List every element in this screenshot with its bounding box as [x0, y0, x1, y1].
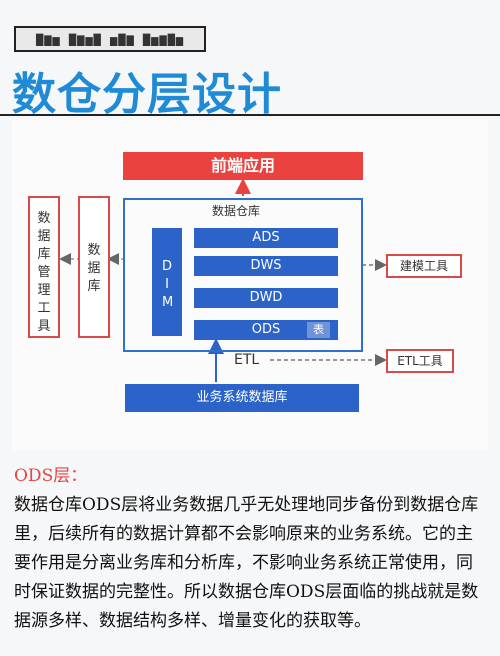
warehouse-mgmt-tool-label: 数据库管理工具	[37, 211, 51, 334]
title-divider	[0, 114, 500, 116]
etl-tool-box: ETL工具	[386, 349, 454, 373]
business-db-box: 业务系统数据库	[125, 384, 359, 412]
dim-label: DIM	[162, 259, 174, 310]
database-box: 数据库	[78, 196, 110, 338]
page-title: 数仓分层设计	[12, 69, 282, 120]
data-warehouse-frame	[123, 198, 363, 352]
dim-block: DIM	[152, 228, 182, 336]
ods-layer: ODS 表	[194, 320, 338, 340]
modeling-tool-box: 建模工具	[386, 254, 462, 278]
warehouse-mgmt-tool-box: 数据库管理工具	[28, 196, 60, 338]
database-label: 数据库	[87, 243, 101, 294]
dws-layer: DWS	[194, 256, 338, 276]
ads-layer: ADS	[194, 228, 338, 248]
ods-table-tag: 表	[307, 322, 330, 338]
diagram-connectors	[59, 178, 387, 382]
ods-paragraph: 数据仓库ODS层将业务数据几乎无处理地同步备份到数据仓库里，后续所有的数据计算都…	[14, 495, 479, 631]
frontend-app-box: 前端应用	[123, 152, 363, 180]
watermark-stamp: ▇▆▅ ▇▆▅▇ ▅▇▆ ▇▅▆▇▅	[14, 26, 206, 52]
architecture-diagram: 前端应用 数据仓库 数据库管理工具 数据库 DIM ADS DWS DWD OD…	[12, 120, 488, 450]
ods-description: ODS层： 数据仓库ODS层将业务数据几乎无处理地同步备份到数据仓库里，后续所有…	[14, 462, 488, 636]
etl-label: ETL	[234, 352, 260, 368]
ods-heading: ODS层：	[14, 466, 88, 486]
ods-layer-label: ODS	[251, 322, 281, 337]
dwd-layer: DWD	[194, 288, 338, 308]
data-warehouse-label: 数据仓库	[212, 204, 261, 218]
